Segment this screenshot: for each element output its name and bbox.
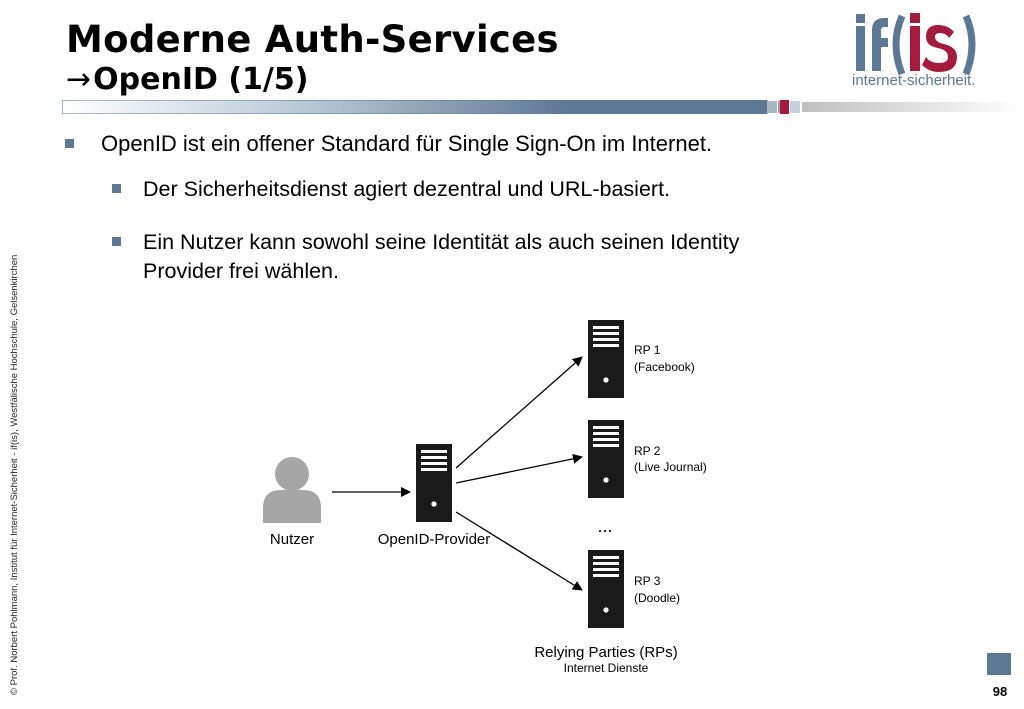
rp3-desc: (Doodle) [634, 591, 680, 605]
bullet-level1: OpenID ist ein offener Standard für Sing… [65, 131, 712, 157]
logo-text: internet-sicherheit. [852, 72, 976, 89]
user-label: Nutzer [270, 531, 314, 548]
person-icon [263, 457, 321, 523]
arrow-right-icon: → [66, 62, 92, 97]
server-icon [588, 550, 624, 628]
title-underline-bar [62, 100, 1022, 114]
server-icon [588, 420, 624, 498]
rp-group-subtitle: Internet Dienste [564, 661, 649, 675]
arrow-provider-to-rp1 [455, 356, 583, 469]
ellipsis-label: ... [597, 516, 612, 536]
bullet-level2: Ein Nutzer kann sowohl seine Identität a… [112, 228, 912, 286]
server-icon [588, 320, 624, 398]
bullet-level2: Der Sicherheitsdienst agiert dezentral u… [112, 177, 670, 202]
page-marker-square [987, 653, 1011, 675]
bullet-text-continued: Provider frei wählen. [143, 259, 339, 283]
ifis-logo [856, 13, 976, 76]
server-icon [416, 444, 452, 522]
subtitle-text: OpenID (1/5) [93, 62, 309, 97]
rp2-desc: (Live Journal) [634, 460, 707, 474]
slide-title: Moderne Auth-Services [66, 18, 559, 61]
rp1-name: RP 1 [634, 343, 661, 357]
bullet-text: Der Sicherheitsdienst agiert dezentral u… [143, 177, 671, 201]
page-number: 98 [992, 684, 1008, 699]
slide-subtitle: →OpenID (1/5) [66, 62, 308, 97]
rp-group-title: Relying Parties (RPs) [534, 644, 677, 661]
bullet-square-icon [112, 183, 121, 193]
rp2-name: RP 2 [634, 444, 661, 458]
arrow-provider-to-rp3 [455, 511, 583, 591]
bullet-square-icon [112, 236, 121, 246]
arrow-provider-to-rp2 [455, 453, 583, 484]
bullet-text: Ein Nutzer kann sowohl seine Identität a… [143, 230, 740, 254]
provider-label: OpenID-Provider [378, 531, 491, 548]
bullet-square-icon [65, 138, 74, 148]
bullet-text: OpenID ist ein offener Standard für Sing… [101, 131, 713, 156]
rp1-desc: (Facebook) [634, 360, 695, 374]
rp3-name: RP 3 [634, 574, 661, 588]
